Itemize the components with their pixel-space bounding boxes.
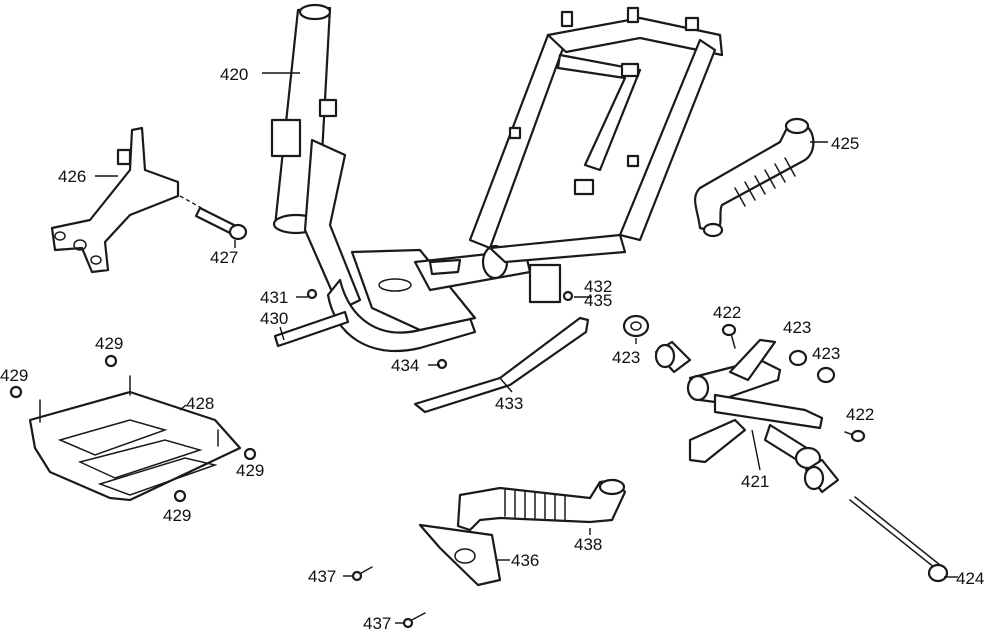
- callout-423b: 423: [783, 318, 811, 337]
- bracket-part-436: [418, 523, 502, 587]
- callout-labels: 420 425 426 427 431 430 432 435 434 433 …: [0, 65, 984, 631]
- callout-438: 438: [574, 535, 602, 554]
- callout-427: 427: [210, 248, 238, 267]
- screw-part-434: [436, 358, 448, 370]
- air-hose-part-425: [693, 117, 815, 238]
- leader-lines: [95, 72, 958, 624]
- hose-part-438: [456, 478, 627, 532]
- washer-part-423c: [816, 366, 836, 384]
- callout-424: 424: [956, 569, 984, 588]
- nut-part-429d: [173, 489, 187, 503]
- bolt-part-422b: [844, 429, 866, 443]
- callout-423c: 423: [812, 344, 840, 363]
- callout-429b: 429: [95, 334, 123, 353]
- callout-433: 433: [495, 394, 523, 413]
- rubber-bush-left: [654, 340, 692, 374]
- rubber-bush-right: [803, 458, 840, 494]
- callout-434: 434: [391, 356, 419, 375]
- callout-432: 432: [584, 277, 612, 296]
- callout-436: 436: [511, 551, 539, 570]
- washer-part-423b: [788, 349, 808, 367]
- screw-part-437a: [351, 566, 373, 582]
- callout-429a: 429: [0, 366, 28, 385]
- bolt-part-427: [179, 195, 248, 241]
- callout-430: 430: [260, 309, 288, 328]
- callout-428: 428: [186, 394, 214, 413]
- callout-429d: 429: [163, 506, 191, 525]
- screw-part-431: [306, 288, 318, 300]
- callout-422b: 422: [846, 405, 874, 424]
- callout-431: 431: [260, 288, 288, 307]
- callout-437b: 437: [363, 614, 391, 631]
- nut-part-435: [562, 290, 574, 302]
- screw-part-437b: [402, 612, 426, 629]
- bushing-part-423: [622, 314, 650, 338]
- callout-422a: 422: [713, 303, 741, 322]
- skid-plate-part-428: [28, 375, 242, 502]
- callout-423a: 423: [612, 348, 640, 367]
- brace-part-433: [413, 316, 590, 414]
- bolt-part-422a: [721, 323, 737, 349]
- frame-part-420: [270, 3, 724, 353]
- through-bolt-part-424: [849, 496, 949, 583]
- callout-421: 421: [741, 472, 769, 491]
- callout-429c: 429: [236, 461, 264, 480]
- engine-mount-part-421: [686, 338, 824, 470]
- callout-435: 435: [584, 291, 612, 310]
- callout-425: 425: [831, 134, 859, 153]
- nut-part-429c: [243, 447, 257, 461]
- callout-437a: 437: [308, 567, 336, 586]
- callout-426: 426: [58, 167, 86, 186]
- callout-420: 420: [220, 65, 248, 84]
- engine-bracket-part-426: [50, 126, 180, 274]
- nut-part-429b: [104, 354, 118, 368]
- brace-part-430: [273, 310, 350, 348]
- nut-part-429a: [9, 385, 23, 399]
